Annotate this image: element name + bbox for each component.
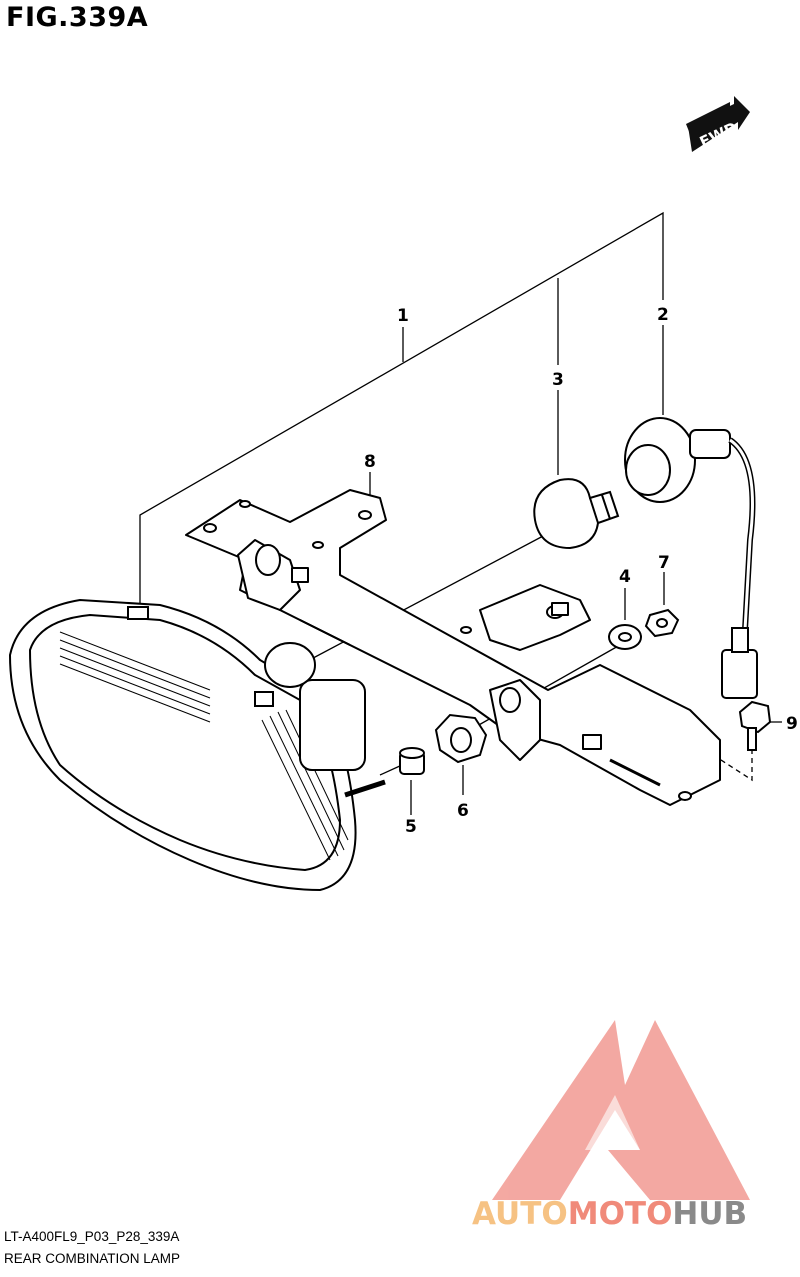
callout-2: 2: [657, 305, 669, 325]
diagram-name: REAR COMBINATION LAMP: [4, 1251, 181, 1266]
bulb: [533, 478, 620, 550]
callout-7: 7: [658, 553, 670, 573]
callout-9: 9: [786, 714, 798, 734]
callout-1: 1: [397, 306, 409, 326]
callout-6: 6: [457, 801, 469, 821]
diagram-code: LT-A400FL9_P03_P28_339A: [4, 1229, 180, 1244]
spacer-5: [399, 747, 425, 775]
nut-7: [644, 608, 680, 638]
brand-moto: MOTO: [568, 1196, 673, 1232]
figure-title: FIG.339A: [6, 2, 149, 33]
automotohub-logo: [492, 1020, 750, 1200]
bolt-9: [738, 700, 772, 751]
nut-6: [434, 713, 488, 764]
callout-5: 5: [405, 817, 417, 837]
callout-4: 4: [619, 567, 631, 587]
fwd-arrow-icon: FWD: [686, 96, 750, 152]
lamp-housing: [8, 598, 386, 892]
brand-auto: AUTO: [472, 1196, 568, 1232]
callout-8: 8: [364, 452, 376, 472]
automotohub-wordmark: AUTOMOTOHUB: [472, 1196, 747, 1232]
washer: [608, 624, 642, 650]
socket-harness: [624, 417, 758, 699]
callout-3: 3: [552, 370, 564, 390]
brand-hub: HUB: [672, 1196, 747, 1232]
mounting-bracket: [185, 489, 721, 806]
